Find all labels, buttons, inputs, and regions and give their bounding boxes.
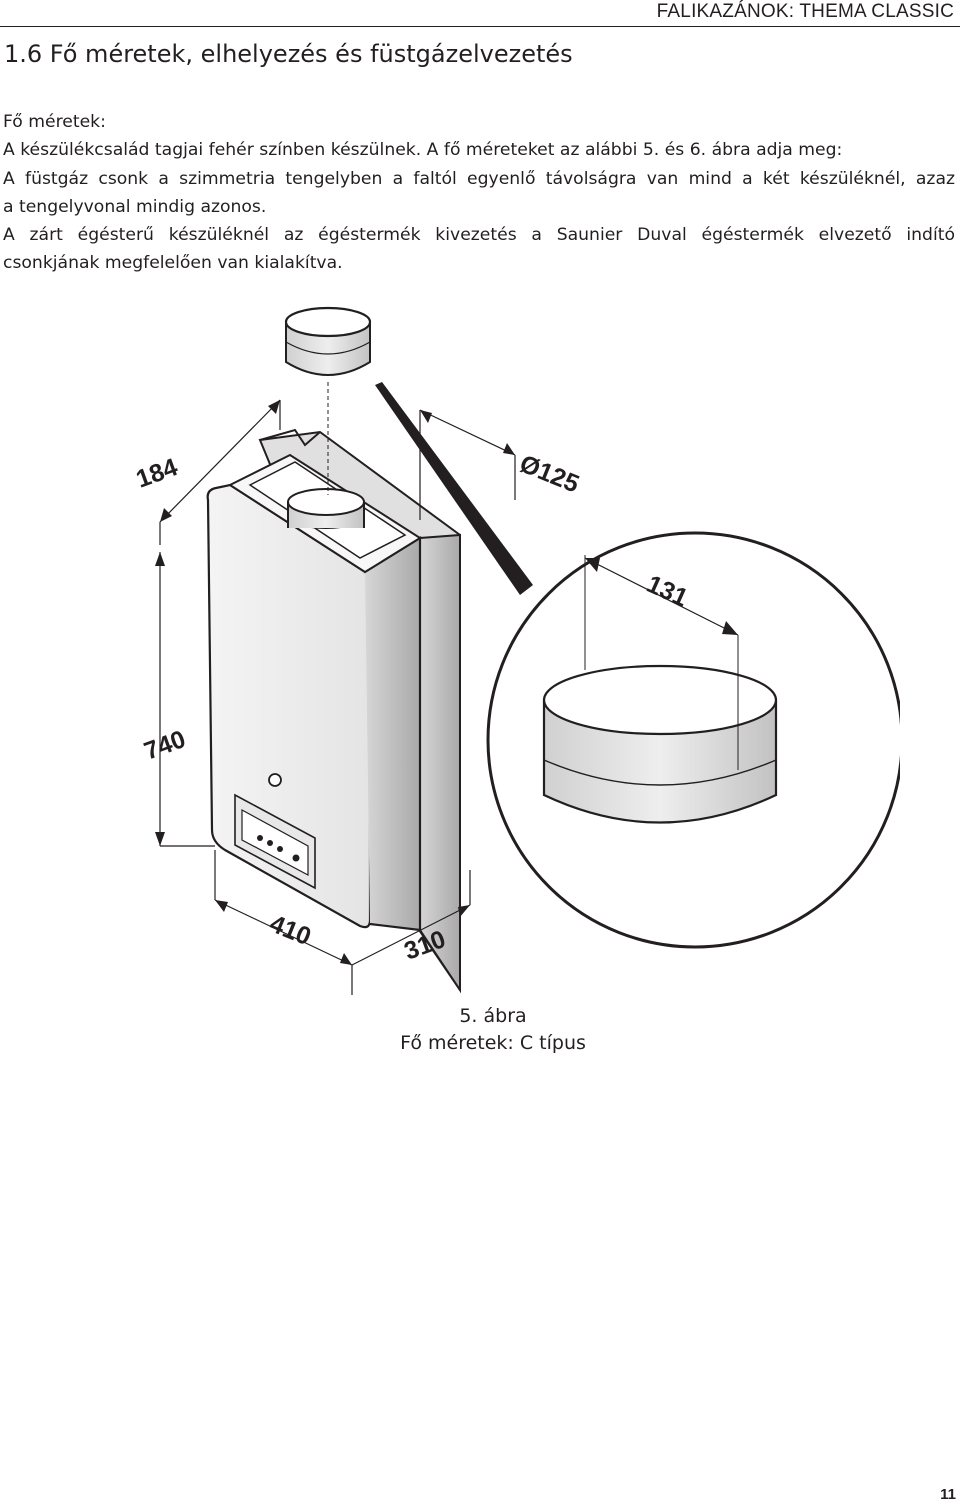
body-line-4: a tengelyvonal mindig azonos. <box>3 196 267 217</box>
dim-label-184: 184 <box>132 453 181 494</box>
body-line-2: A készülékcsalád tagjai fehér színben ké… <box>3 140 843 161</box>
detail-circle <box>486 531 900 949</box>
header-rule <box>0 26 960 27</box>
figure-caption-number: 5. ábra <box>459 1005 527 1027</box>
body-line-1: Fő méretek: <box>3 112 106 132</box>
body-line-3: A füstgáz csonk a szimmetria tengelyben … <box>3 168 955 189</box>
dim-label-flue-diameter: Ø125 <box>516 450 583 499</box>
top-adapter-ring <box>284 306 372 376</box>
dimension-arrowheads <box>155 400 515 965</box>
dim-label-740: 740 <box>140 725 189 766</box>
running-header: FALIKAZÁNOK: THEMA CLASSIC <box>656 1 954 22</box>
flue-outlet-collar <box>287 488 365 529</box>
body-text: Fő méretek: A készülékcsalád tagjai fehé… <box>3 108 955 278</box>
dimension-lines <box>159 399 516 995</box>
body-line-6: csonkjának megfelelően van kialakítva. <box>3 253 343 274</box>
boiler-dimension-figure: 184 Ø125 131 740 410 310 <box>120 290 900 1000</box>
figure-caption-title: Fő méretek: C típus <box>400 1032 586 1054</box>
boiler-illustration: 184 Ø125 131 740 410 310 <box>132 306 900 995</box>
page-number: 11 <box>940 1486 956 1503</box>
control-panel <box>234 773 316 890</box>
detail-callout-wedge <box>375 382 533 595</box>
dim-label-410: 410 <box>266 910 315 952</box>
section-title: 1.6 Fő méretek, elhelyezés és füstgázelv… <box>4 40 573 68</box>
body-line-5: A zárt égésterű készüléknél az égéstermé… <box>3 225 955 246</box>
